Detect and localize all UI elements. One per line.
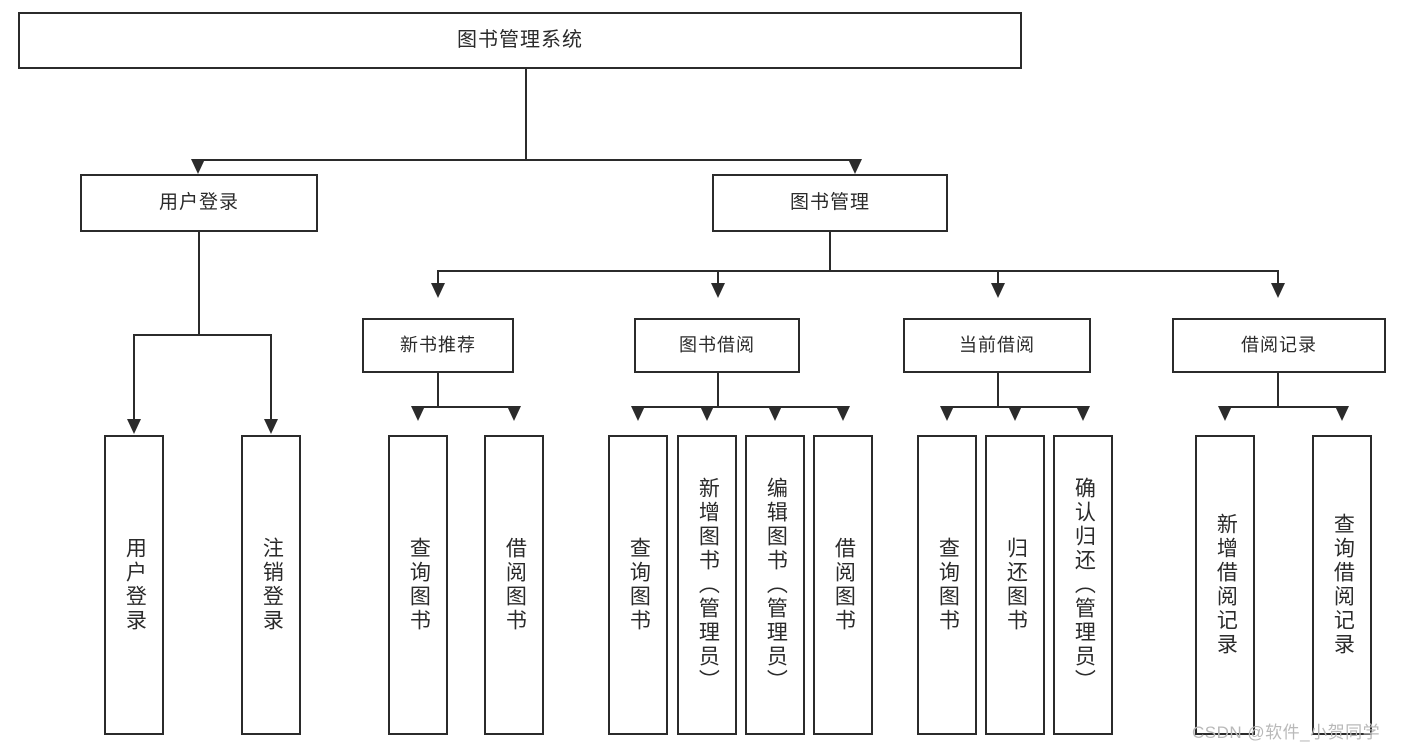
arrow-record-leaf-2 [1335, 406, 1349, 421]
leaf-query-book-current[interactable]: 查询图书 [917, 435, 977, 735]
connector-recommend-stem [437, 373, 439, 407]
connector-recommend-bar [417, 406, 514, 408]
leaf-user-login[interactable]: 用户登录 [104, 435, 164, 735]
leaf-logout-login[interactable]: 注销登录 [241, 435, 301, 735]
leaf-edit-book-admin[interactable]: 编辑图书（管理员） [745, 435, 805, 735]
connector-bookmgmt-stem [829, 232, 831, 271]
connector-bookmgmt-bar [437, 270, 1278, 272]
connector-root-bar [197, 159, 856, 161]
node-label: 图书借阅 [679, 335, 755, 356]
arrow-record-leaf-1 [1218, 406, 1232, 421]
arrow-bookmgmt-child-3 [991, 283, 1005, 298]
connector-login-leg-2 [270, 334, 272, 420]
leaf-borrow-book[interactable]: 借阅图书 [813, 435, 873, 735]
connector-root-stem [525, 69, 527, 160]
arrow-login-leaf-2 [264, 419, 278, 434]
arrow-root-to-bookmgmt [848, 159, 862, 174]
arrow-current-leaf-3 [1076, 406, 1090, 421]
connector-bookmgmt-leg-2 [717, 270, 719, 284]
connector-login-bar [133, 334, 270, 336]
node-book-borrow[interactable]: 图书借阅 [634, 318, 800, 373]
node-label: 确认归还（管理员） [1072, 477, 1096, 693]
node-borrow-record[interactable]: 借阅记录 [1172, 318, 1386, 373]
leaf-query-borrow-record[interactable]: 查询借阅记录 [1312, 435, 1372, 735]
node-current-borrow[interactable]: 当前借阅 [903, 318, 1091, 373]
arrow-borrow-leaf-3 [768, 406, 782, 421]
connector-bookmgmt-leg-3 [997, 270, 999, 284]
connector-record-bar [1224, 406, 1342, 408]
leaf-borrow-book-recommend[interactable]: 借阅图书 [484, 435, 544, 735]
csdn-watermark: CSDN @软件_小贺同学 [1192, 723, 1381, 742]
arrow-current-leaf-1 [940, 406, 954, 421]
arrow-borrow-leaf-1 [631, 406, 645, 421]
arrow-bookmgmt-child-1 [431, 283, 445, 298]
leaf-query-book-borrow[interactable]: 查询图书 [608, 435, 668, 735]
node-label: 图书管理系统 [457, 29, 583, 51]
node-label: 查询图书 [627, 537, 651, 633]
arrow-root-to-login [191, 159, 205, 174]
connector-bookmgmt-leg-4 [1277, 270, 1279, 284]
node-label: 查询图书 [407, 537, 431, 633]
connector-borrow-stem [717, 373, 719, 407]
leaf-confirm-return-admin[interactable]: 确认归还（管理员） [1053, 435, 1113, 735]
connector-login-stem [198, 232, 200, 335]
connector-login-leg-1 [133, 334, 135, 420]
node-label: 借阅记录 [1241, 335, 1317, 356]
node-label: 当前借阅 [959, 335, 1035, 356]
node-label: 归还图书 [1004, 537, 1028, 633]
node-label: 用户登录 [123, 537, 147, 633]
node-label: 新书推荐 [400, 335, 476, 356]
leaf-query-book-recommend[interactable]: 查询图书 [388, 435, 448, 735]
arrow-borrow-leaf-2 [700, 406, 714, 421]
node-book-management[interactable]: 图书管理 [712, 174, 948, 232]
connector-current-stem [997, 373, 999, 407]
node-user-login[interactable]: 用户登录 [80, 174, 318, 232]
node-label: 注销登录 [260, 537, 284, 633]
node-new-book-recommend[interactable]: 新书推荐 [362, 318, 514, 373]
node-label: 新增图书（管理员） [696, 477, 720, 693]
node-label: 借阅图书 [503, 537, 527, 633]
node-label: 用户登录 [158, 192, 239, 214]
arrow-bookmgmt-child-2 [711, 283, 725, 298]
arrow-current-leaf-2 [1008, 406, 1022, 421]
arrow-recommend-leaf-2 [507, 406, 521, 421]
leaf-add-book-admin[interactable]: 新增图书（管理员） [677, 435, 737, 735]
node-root-system[interactable]: 图书管理系统 [18, 12, 1022, 69]
arrow-borrow-leaf-4 [836, 406, 850, 421]
connector-borrow-bar [637, 406, 843, 408]
node-label: 新增借阅记录 [1214, 513, 1238, 657]
node-label: 查询借阅记录 [1331, 513, 1355, 657]
leaf-return-book[interactable]: 归还图书 [985, 435, 1045, 735]
node-label: 查询图书 [936, 537, 960, 633]
leaf-add-borrow-record[interactable]: 新增借阅记录 [1195, 435, 1255, 735]
arrow-bookmgmt-child-4 [1271, 283, 1285, 298]
connector-record-stem [1277, 373, 1279, 407]
node-label: 图书管理 [789, 192, 870, 214]
arrow-login-leaf-1 [127, 419, 141, 434]
node-label: 编辑图书（管理员） [764, 477, 788, 693]
arrow-recommend-leaf-1 [411, 406, 425, 421]
node-label: 借阅图书 [832, 537, 856, 633]
connector-bookmgmt-leg-1 [437, 270, 439, 284]
